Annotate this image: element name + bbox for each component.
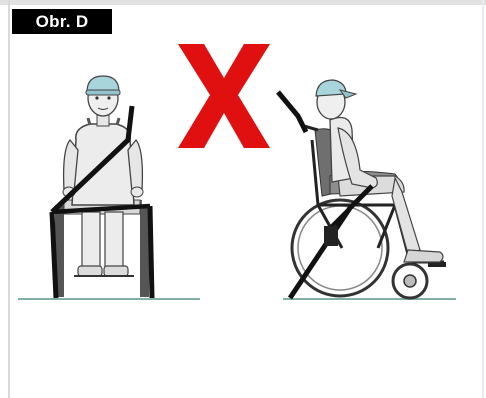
- person-front-wheelchair-icon: [55, 76, 149, 297]
- red-x-icon: [178, 44, 270, 148]
